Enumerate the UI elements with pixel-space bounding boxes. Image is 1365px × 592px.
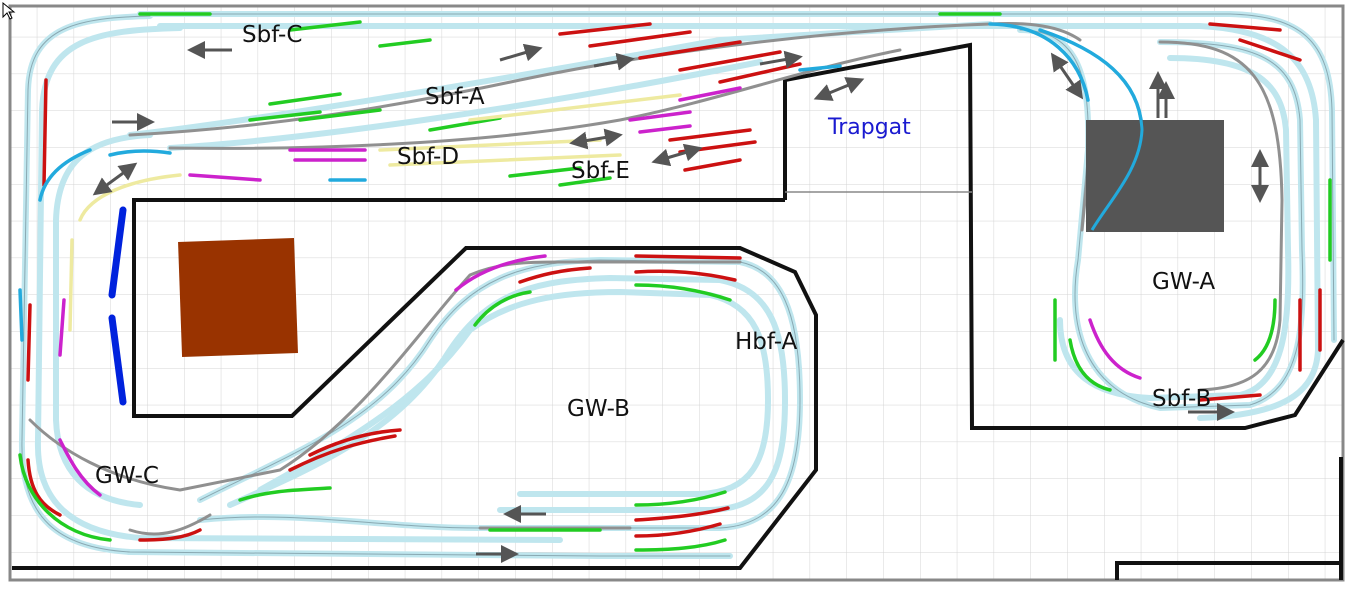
wall-bottom-right xyxy=(1115,561,1343,580)
walls xyxy=(12,42,1345,580)
label-sbf-b: Sbf-B xyxy=(1152,386,1211,412)
label-gw-b: GW-B xyxy=(567,396,630,422)
arrows xyxy=(92,41,1269,563)
wall-trapgat xyxy=(783,42,1345,430)
frame-border xyxy=(8,4,1345,582)
track-second-left xyxy=(34,25,563,543)
label-sbf-d: Sbf-D xyxy=(397,144,459,170)
track-gwb-inner xyxy=(227,275,788,513)
arrow-double-trapgat xyxy=(813,77,865,101)
track-gwa-inner xyxy=(1057,55,1292,401)
arrow-sbf-a xyxy=(499,43,543,62)
arrow-sbf-a-3 xyxy=(759,50,803,69)
section-yellow xyxy=(68,93,682,332)
label-gw-c: GW-C xyxy=(95,463,159,489)
label-trapgat: Trapgat xyxy=(827,115,911,140)
label-sbf-e: Sbf-E xyxy=(571,158,630,184)
arrow-double-sbf-e2 xyxy=(651,143,703,167)
arrow-double-left xyxy=(92,162,138,196)
track-gray xyxy=(28,22,1284,536)
track-over-dark-box xyxy=(1039,28,1144,231)
arrow-double-gwa-top xyxy=(1050,52,1084,100)
label-gw-a: GW-A xyxy=(1152,269,1215,295)
track-rails xyxy=(21,13,1335,557)
label-sbf-a: Sbf-A xyxy=(425,84,485,110)
bumper-blue xyxy=(108,206,127,406)
track-top-4 xyxy=(167,59,763,151)
arrow-sbf-a-2 xyxy=(593,52,635,71)
track-gwb-inner2 xyxy=(257,289,771,497)
label-hbf-a: Hbf-A xyxy=(735,329,798,355)
section-magenta xyxy=(58,86,1142,497)
section-green xyxy=(18,12,1332,552)
label-sbf-c: Sbf-C xyxy=(242,22,302,48)
brown-box xyxy=(178,238,298,357)
dark-box xyxy=(1086,120,1224,232)
track-top-3 xyxy=(127,21,993,138)
wall-left-room xyxy=(12,198,818,570)
section-red xyxy=(26,22,1322,542)
track-top-2 xyxy=(157,23,1321,421)
arrow-double-sbf-e xyxy=(569,128,623,150)
cursor-icon xyxy=(2,1,16,20)
